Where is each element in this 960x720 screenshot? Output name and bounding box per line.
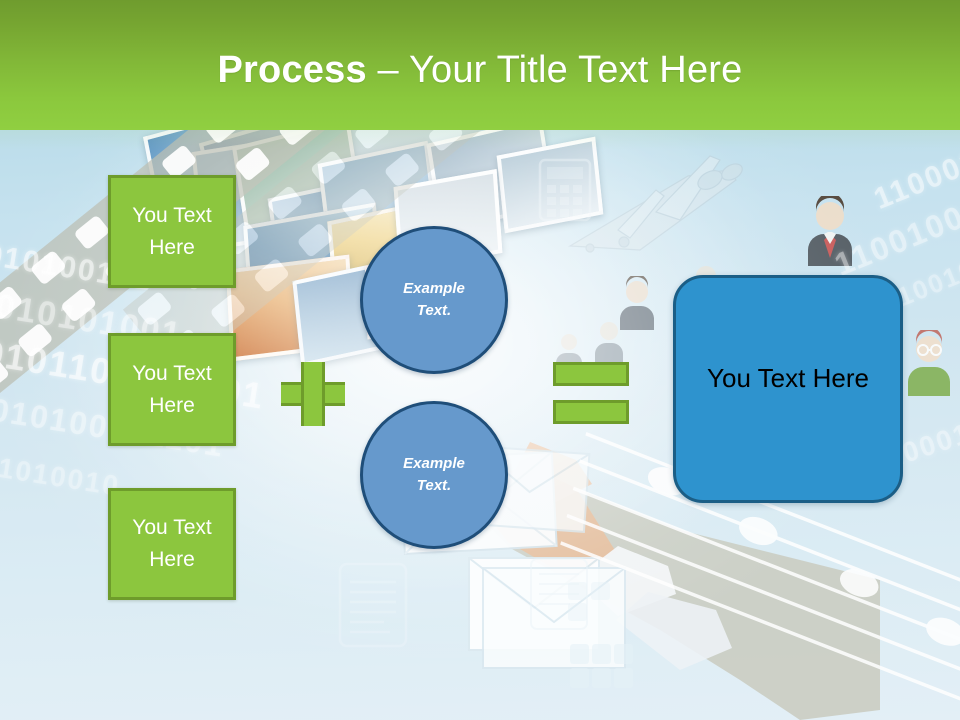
example-circle-1[interactable]: Example Text.	[360, 226, 508, 374]
example-circle-1-line2: Text.	[416, 302, 452, 319]
input-box-1[interactable]: You Text Here	[108, 175, 236, 288]
result-box[interactable]: You Text Here	[673, 275, 903, 503]
plus-icon	[281, 362, 345, 426]
example-circle-2-line1: Example	[403, 455, 465, 472]
example-circle-1-label: Example Text.	[403, 278, 465, 322]
equals-icon	[553, 362, 629, 424]
example-circle-2[interactable]: Example Text.	[360, 401, 508, 549]
example-circle-2-label: Example Text.	[403, 453, 465, 497]
input-box-2[interactable]: You Text Here	[108, 333, 236, 446]
example-circle-2-line2: Text.	[416, 477, 452, 494]
input-box-1-label: You Text Here	[132, 203, 212, 259]
example-circle-1-line1: Example	[403, 280, 465, 297]
input-box-3[interactable]: You Text Here	[108, 488, 236, 600]
result-box-label: You Text Here	[707, 362, 869, 393]
input-box-3-label: You Text Here	[132, 516, 212, 571]
input-box-2-label: You Text Here	[132, 361, 212, 417]
